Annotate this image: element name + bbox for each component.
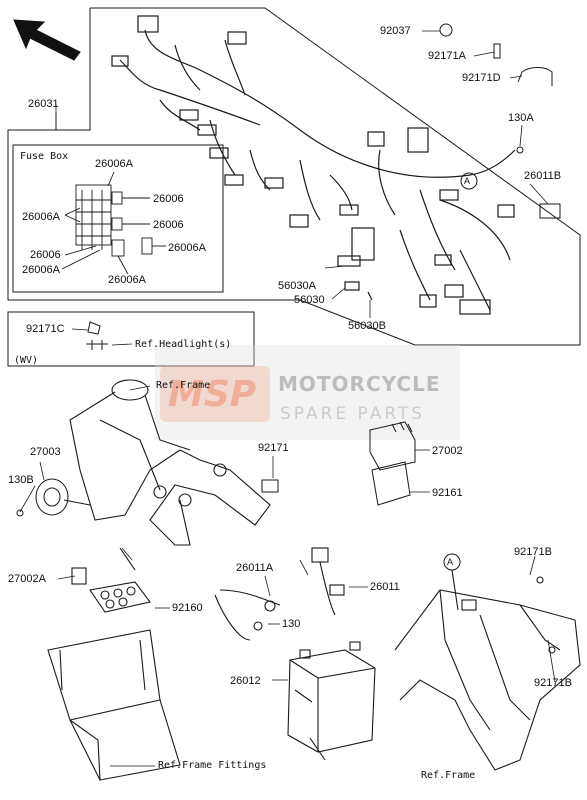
watermark-subtitle: SPARE PARTS xyxy=(280,404,426,424)
label-26006a-bottom-left: 26006A xyxy=(22,264,60,276)
label-26011: 26011 xyxy=(370,581,400,593)
section-dividers xyxy=(121,547,309,576)
ref-headlight-label: Ref.Headlight(s) xyxy=(135,339,232,350)
battery-drawing xyxy=(214,547,376,761)
fuse-box-frame xyxy=(12,144,224,293)
ref-frame-bottom-label: Ref.Frame xyxy=(421,770,476,781)
watermark-title: MOTORCYCLE xyxy=(278,372,441,396)
rear-frame-drawing xyxy=(394,569,581,771)
label-26011a: 26011A xyxy=(236,562,274,574)
wiring-harness-drawing xyxy=(111,15,516,315)
ecu-drawing xyxy=(369,421,416,506)
label-27002a: 27002A xyxy=(8,573,46,585)
label-92171: 92171 xyxy=(258,442,289,454)
label-92171b-bottom: 92171B xyxy=(534,677,572,689)
label-92160: 92160 xyxy=(172,602,203,614)
label-130: 130 xyxy=(282,618,301,630)
clamp-parts-drawing xyxy=(439,23,561,219)
label-130a: 130A xyxy=(508,112,534,124)
horn-drawing xyxy=(16,478,91,517)
callout-a-top: A xyxy=(464,176,471,186)
sensor-92171-drawing xyxy=(261,479,279,493)
fuse-box-drawing xyxy=(61,171,166,275)
label-56030b: 56030B xyxy=(348,320,386,332)
label-26006-left: 26006 xyxy=(30,249,61,261)
ref-frame-fittings-label: Ref.Frame Fittings xyxy=(158,760,267,771)
label-56030: 56030 xyxy=(294,294,325,306)
direction-arrow-icon xyxy=(13,19,81,61)
ref-frame-top-label: Ref.Frame xyxy=(156,380,211,391)
label-56030a: 56030A xyxy=(278,280,316,292)
label-130b: 130B xyxy=(8,474,34,486)
wv-label: (WV) xyxy=(14,355,39,366)
label-27003: 27003 xyxy=(30,446,61,458)
callout-a-top-circle xyxy=(460,172,478,190)
label-92037: 92037 xyxy=(380,25,411,37)
label-26006a-bottom: 26006A xyxy=(108,274,146,286)
label-27002: 27002 xyxy=(432,445,463,457)
headlight-wv-frame xyxy=(7,311,255,367)
battery-tray-drawing xyxy=(47,547,181,781)
watermark-logo: MSP xyxy=(168,374,257,415)
label-92171c: 92171C xyxy=(26,323,65,335)
headlight-bracket-drawing xyxy=(86,321,108,350)
callout-a-bottom: A xyxy=(447,557,454,567)
label-26012: 26012 xyxy=(230,675,261,687)
label-26006a-left: 26006A xyxy=(22,211,60,223)
label-26006-1: 26006 xyxy=(153,193,184,205)
label-92171b-top: 92171B xyxy=(514,546,552,558)
label-26011b: 26011B xyxy=(524,170,562,182)
label-92161: 92161 xyxy=(432,487,463,499)
label-26006a-right: 26006A xyxy=(168,242,206,254)
fuse-box-title: Fuse Box xyxy=(20,151,69,162)
label-26006-2: 26006 xyxy=(153,219,184,231)
frame-drawing xyxy=(69,379,271,546)
label-92171d: 92171D xyxy=(462,72,501,84)
label-26006a-top: 26006A xyxy=(95,158,133,170)
label-26031: 26031 xyxy=(28,98,59,110)
label-92171a: 92171A xyxy=(428,50,466,62)
